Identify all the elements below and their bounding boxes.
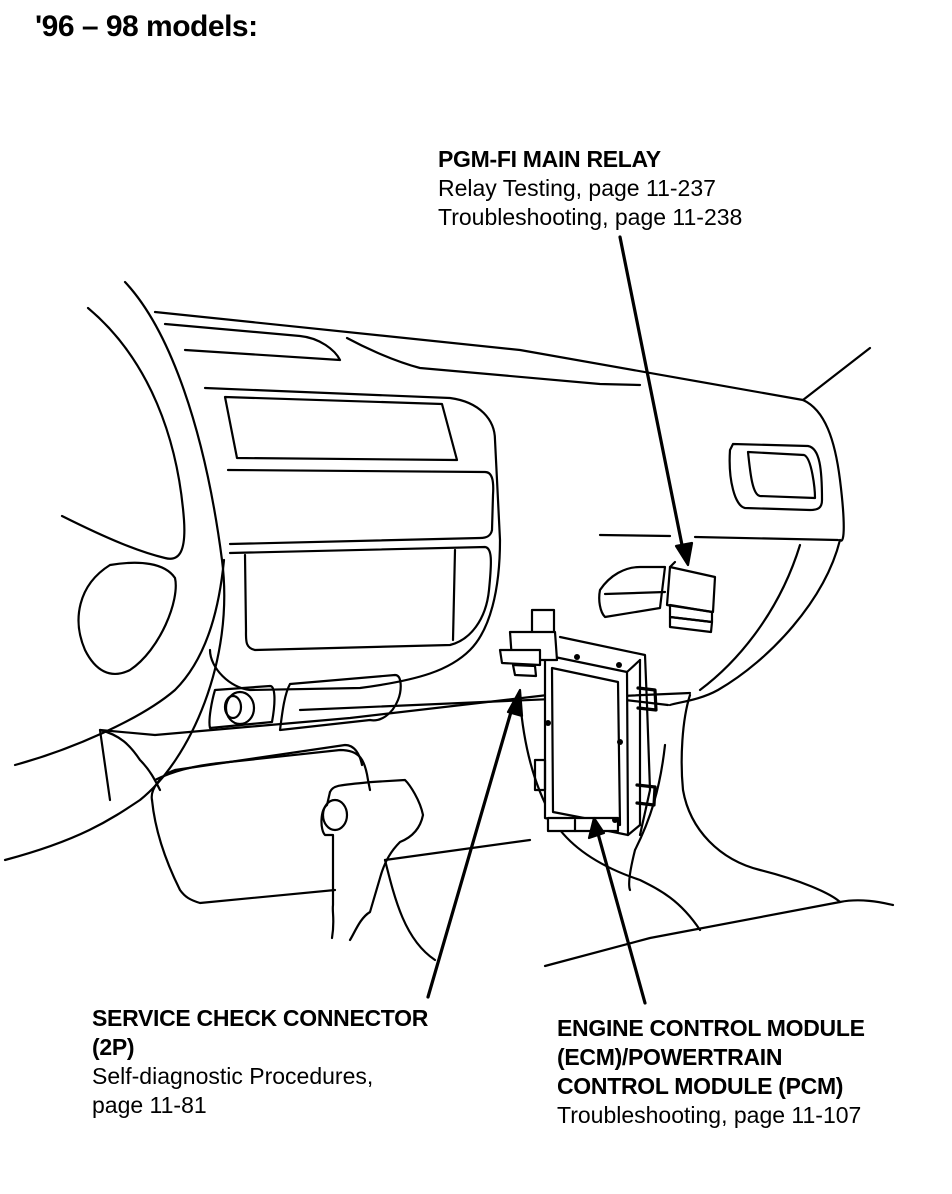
ignition-switch-inner [223, 694, 243, 720]
defroster-vent [345, 336, 642, 387]
steering-wheel-lower [13, 558, 226, 767]
console-cubby [153, 748, 372, 792]
windshield-pillar [801, 346, 872, 402]
ecm-screw-3 [545, 720, 551, 726]
lower-slot-divider [451, 548, 457, 642]
center-slot [226, 468, 495, 546]
pillar-trim [680, 693, 842, 904]
dash-top-edge [153, 310, 805, 402]
ecm-pcm-module [533, 635, 658, 837]
pgm-fi-main-relay [665, 560, 717, 634]
relay-testing-ref: Relay Testing, page 11-237 [438, 175, 716, 201]
knee-panel-opening [598, 565, 667, 619]
lower-slot [228, 545, 492, 652]
right-vent-outer [728, 442, 824, 512]
ash-tray [150, 743, 364, 802]
console-front [98, 728, 162, 802]
relay-troubleshooting-ref: Troubleshooting, page 11-238 [438, 204, 743, 230]
ecm-heading-line-2: (ECM)/POWERTRAIN [557, 1044, 783, 1070]
scc-heading-line-2: (2P) [92, 1034, 135, 1060]
floor-line [543, 899, 895, 968]
glovebox-lower-arc [698, 543, 802, 692]
scc-page-ref: page 11-81 [92, 1092, 207, 1118]
dash-lower-edge-right-line [693, 535, 840, 542]
ignition-bezel [208, 684, 276, 730]
service-check-connector-callout: SERVICE CHECK CONNECTOR (2P) Self-diagno… [92, 1004, 428, 1120]
lower-console-body [150, 798, 337, 905]
glovebox-curve [668, 538, 842, 707]
dash-right-face [801, 398, 845, 542]
relay-base-2 [668, 615, 714, 634]
ecm-troubleshooting-ref: Troubleshooting, page 11-107 [557, 1102, 862, 1128]
tunnel-edge [383, 858, 437, 962]
pgm-fi-main-relay-callout: PGM-FI MAIN RELAY Relay Testing, page 11… [438, 145, 742, 232]
switch-panel [278, 673, 402, 732]
knee-panel-line [603, 590, 667, 596]
ecm-screw-5 [612, 817, 618, 823]
ecm-face-inner [550, 666, 622, 827]
steering-wheel-outer [3, 280, 226, 862]
scc-heading-line-1: SERVICE CHECK CONNECTOR [92, 1005, 429, 1031]
shift-knob [328, 778, 425, 942]
ecm-side [625, 658, 642, 674]
service-check-connector [498, 608, 559, 678]
page-title: '96 – 98 models: [35, 10, 258, 43]
ecm-pcm-callout: ENGINE CONTROL MODULE (ECM)/POWERTRAIN C… [557, 1014, 865, 1130]
ecm-screw-4 [617, 739, 623, 745]
tunnel-floor-line [383, 838, 532, 862]
display-frame [223, 395, 459, 462]
ecm-clip-1 [636, 686, 658, 712]
console-top-edge [98, 691, 567, 737]
dash-lower-edge-left [598, 533, 672, 538]
dash-top-line2 [163, 322, 342, 362]
steering-wheel-inner [60, 306, 186, 560]
ecm-screw-2 [616, 662, 622, 668]
ecm-screw-1 [574, 654, 580, 660]
leader-ecm-arrow [587, 816, 647, 1005]
ecm-heading-line-1: ENGINE CONTROL MODULE [557, 1015, 865, 1041]
relay-heading: PGM-FI MAIN RELAY [438, 146, 661, 172]
leader-relay-arrow [618, 235, 694, 567]
left-vent [77, 561, 177, 676]
ecm-heading-line-3: CONTROL MODULE (PCM) [557, 1073, 844, 1099]
right-vent-inner [746, 450, 817, 500]
kick-panel-edge [518, 698, 702, 932]
kick-panel-curve [628, 743, 667, 892]
ecm-side-2 [626, 823, 642, 837]
leader-connector-arrow [426, 688, 524, 999]
relay-top-edge [668, 560, 677, 569]
ecm-connector [546, 816, 620, 833]
ecm-clip-2 [635, 783, 657, 807]
scc-procedures-ref: Self-diagnostic Procedures, [92, 1063, 374, 1089]
ecm-side-tab [533, 758, 547, 792]
connector-bottom [511, 663, 538, 678]
shift-button [321, 798, 349, 832]
connector-base [498, 648, 542, 667]
